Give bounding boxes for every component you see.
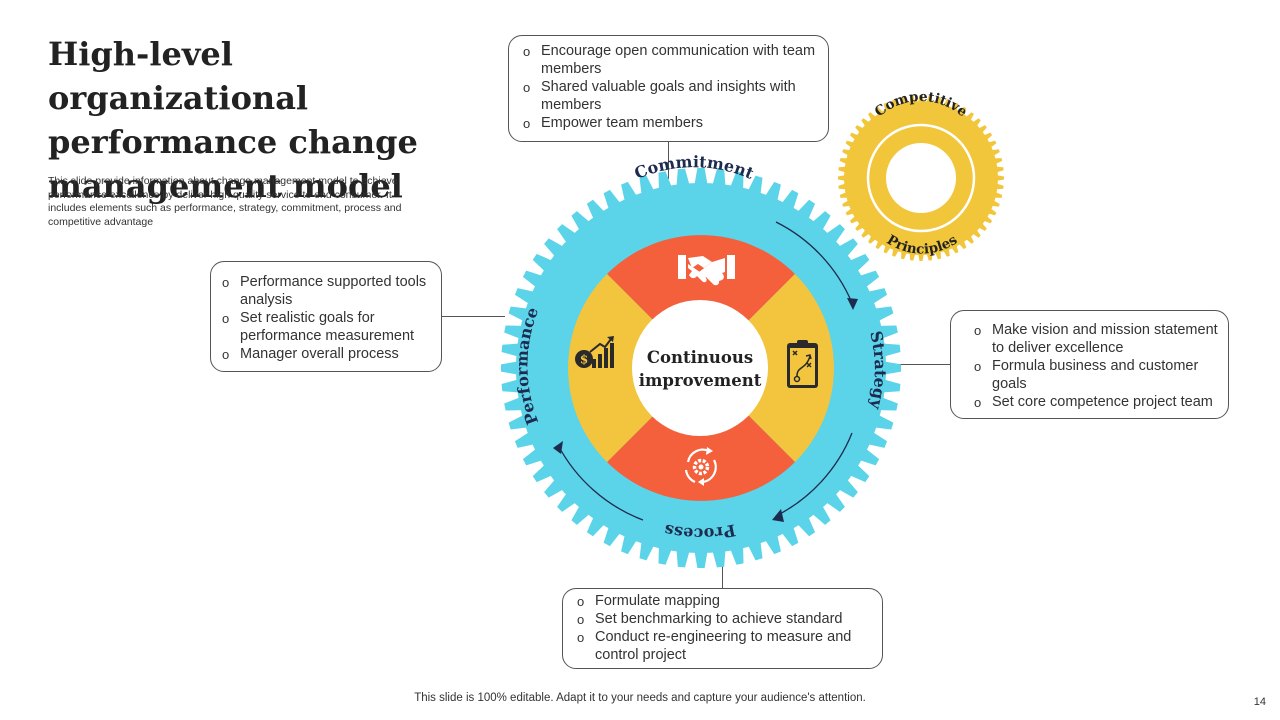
gear-tooth	[658, 546, 672, 565]
center-label-line2: improvement	[639, 371, 762, 390]
gear-tooth	[960, 176, 968, 180]
list-item: Set benchmarking to achieve standard	[575, 610, 874, 629]
center-circle	[632, 300, 768, 436]
gear-tooth	[882, 379, 901, 393]
slide-description: This slide provide information about cha…	[48, 175, 402, 228]
gear-tooth	[874, 176, 882, 180]
connector-strategy	[896, 364, 951, 365]
gear-tooth	[504, 397, 523, 411]
svg-text:Process: Process	[663, 520, 738, 543]
gear-tooth	[882, 343, 901, 357]
arrow-strategy-process	[775, 432, 853, 517]
gear-tooth	[879, 325, 898, 339]
badge-hole	[886, 143, 956, 213]
gear-tooth	[501, 343, 520, 357]
badge-inner-ring	[866, 123, 976, 233]
gear-tooth	[712, 549, 726, 568]
list-item: Formulate mapping	[575, 592, 874, 611]
performance-box: Performance supported tools analysis Set…	[210, 261, 442, 372]
gear-cycle-icon	[684, 448, 717, 484]
ring-label-process: Process	[663, 520, 738, 543]
list-item: Performance supported tools analysis	[220, 273, 433, 309]
footer-note: This slide is 100% editable. Adapt it to…	[414, 692, 866, 704]
arrow-commitment-strategy	[775, 221, 853, 304]
gear-tooth	[919, 131, 923, 139]
arrowhead-process	[772, 509, 784, 522]
process-box: Formulate mapping Set benchmarking to ac…	[562, 588, 883, 669]
handshake-icon	[678, 255, 735, 286]
gear-tooth	[694, 168, 708, 186]
list-item: Formula business and customer goals	[972, 357, 1220, 393]
list-item: Empower team members	[521, 114, 818, 133]
gear-tooth	[694, 550, 708, 568]
gear-tooth	[501, 379, 520, 393]
gear-tooth	[883, 361, 901, 375]
ring-label-commitment: Commitment	[632, 152, 757, 183]
arrowhead-performance	[553, 441, 563, 454]
flow-arrows	[557, 221, 853, 521]
gear-tooth	[504, 325, 523, 339]
arrow-process-performance	[557, 444, 644, 521]
gear-tooth	[712, 168, 726, 187]
growth-chart-icon: $	[575, 336, 614, 368]
center-label-line1: Continuous	[647, 348, 753, 367]
connector-commitment	[668, 141, 669, 179]
list-item: Shared valuable goals and insights with …	[521, 78, 818, 114]
connector-performance	[441, 316, 505, 317]
list-item: Set realistic goals for performance meas…	[220, 309, 433, 345]
gear-tooth	[658, 171, 672, 190]
gear-tooth	[730, 171, 744, 190]
connector-process	[722, 562, 723, 589]
gear-tooth	[501, 361, 519, 375]
gear-tooth	[879, 397, 898, 411]
slide-title: High-level organizational performance ch…	[48, 35, 418, 205]
list-item: Manager overall process	[220, 345, 433, 364]
arrowhead-strategy	[847, 298, 858, 310]
gear-cycle-arrow-1	[706, 447, 713, 455]
commitment-box: Encourage open communication with team m…	[508, 35, 829, 142]
list-item: Encourage open communication with team m…	[521, 42, 818, 78]
svg-text:$: $	[580, 353, 588, 367]
gear-tooth	[676, 549, 690, 568]
gear-tooth	[676, 168, 690, 187]
gear-cycle-arrow-2	[698, 478, 704, 486]
strategy-box: Make vision and mission statement to del…	[950, 310, 1229, 419]
gear-tooth	[919, 217, 923, 225]
page-number: 14	[1253, 696, 1266, 708]
list-item: Make vision and mission statement to del…	[972, 321, 1220, 357]
gear-tooth	[730, 546, 744, 565]
list-item: Set core competence project team	[972, 393, 1220, 412]
list-item: Conduct re-engineering to measure and co…	[575, 628, 874, 664]
strategy-board-icon	[787, 340, 818, 388]
svg-text:Commitment: Commitment	[632, 152, 757, 183]
